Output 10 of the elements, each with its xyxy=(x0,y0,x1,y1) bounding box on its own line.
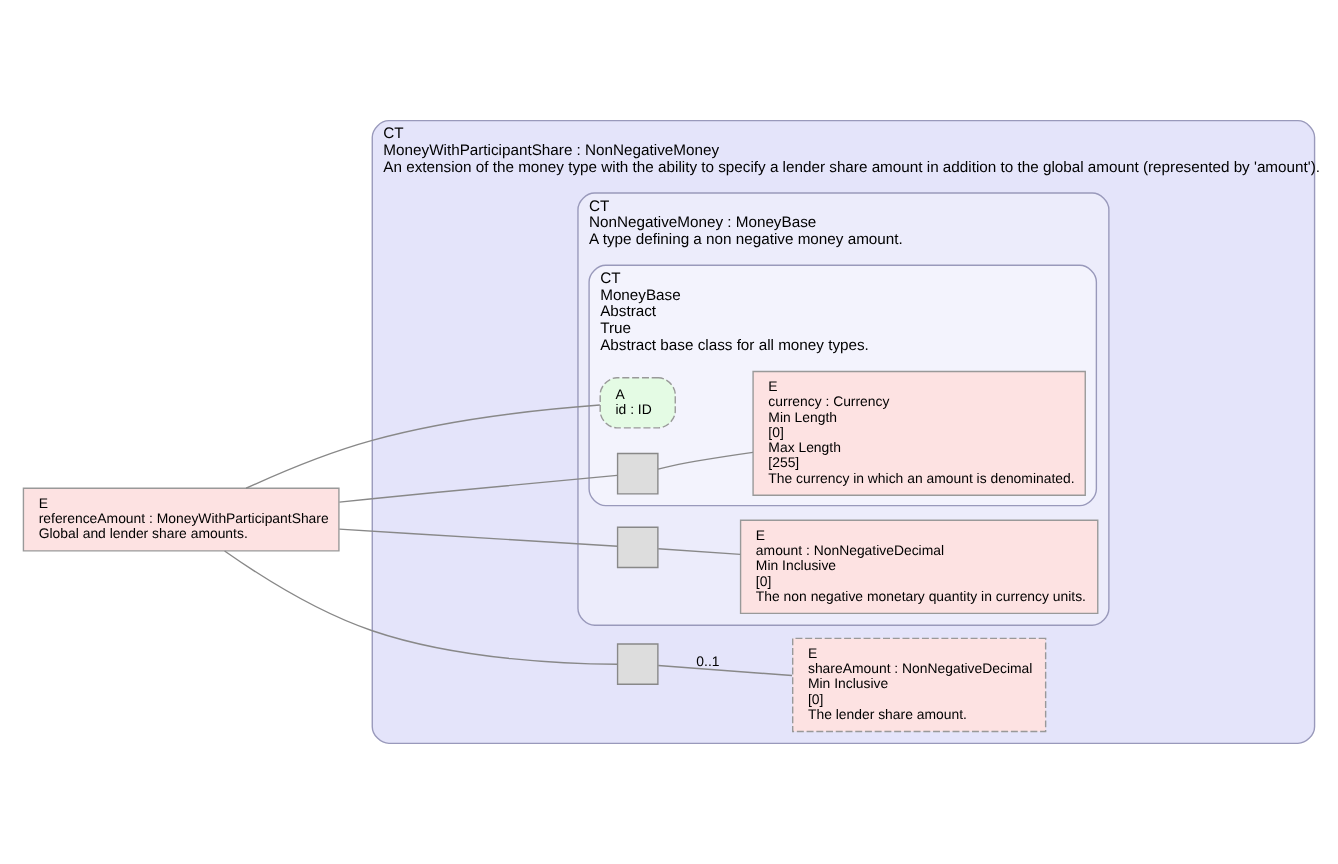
node-box xyxy=(616,526,659,569)
connector xyxy=(338,474,618,503)
node-box xyxy=(616,452,659,495)
connector xyxy=(657,548,742,556)
connector xyxy=(245,404,601,489)
connector xyxy=(657,664,793,677)
connector xyxy=(657,451,754,470)
connector xyxy=(223,550,618,665)
connector xyxy=(338,528,619,547)
node-box xyxy=(616,643,659,685)
